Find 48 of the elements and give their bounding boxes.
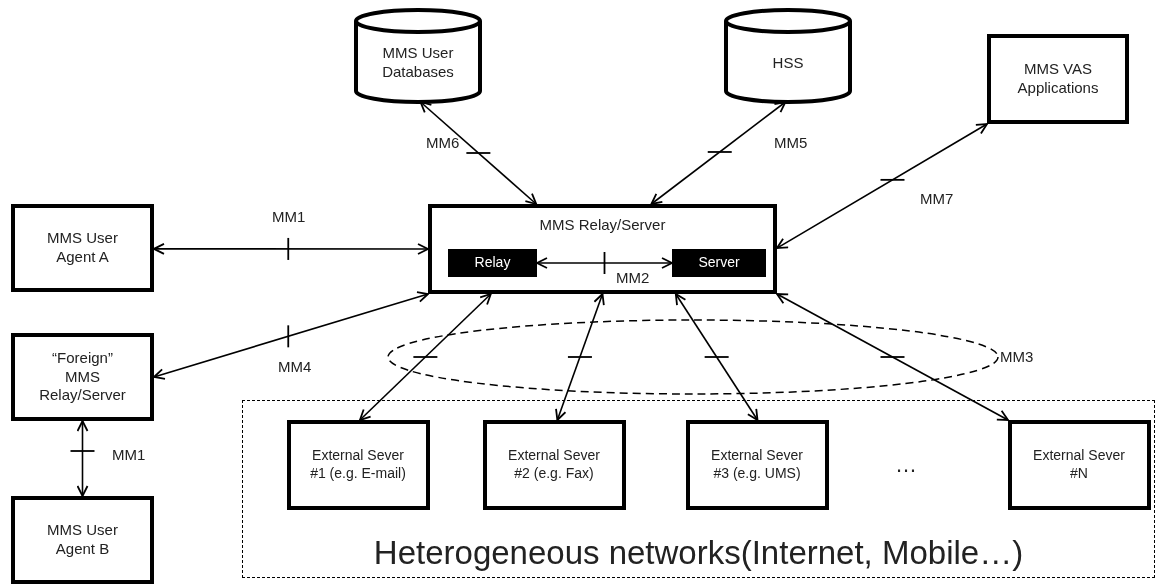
function-block: [448, 249, 537, 277]
double-arrow-connector: [555, 293, 605, 421]
network-region: [242, 400, 1155, 578]
double-arrow-connector: [76, 420, 89, 497]
edge-label: MM5: [774, 134, 808, 151]
edge-label: MM4: [278, 358, 312, 375]
edge-label: MM6: [426, 134, 460, 151]
component-box: [685, 419, 829, 510]
component-box: [428, 204, 777, 294]
component-box: [1007, 419, 1151, 510]
database-cylinder: [724, 10, 852, 102]
double-arrow-connector: [359, 293, 492, 421]
component-box: [11, 333, 154, 421]
double-arrow-connector: [650, 101, 787, 205]
component-box: [11, 204, 154, 292]
edge-label: MM7: [920, 190, 954, 207]
edge-label: MM2: [616, 269, 650, 286]
node-label: MMS Relay/Server: [539, 216, 666, 235]
node-label: External Sever #1 (e.g. E-mail): [309, 447, 407, 482]
ellipsis: …: [895, 452, 917, 478]
double-arrow-connector: [776, 123, 988, 249]
component-box: [482, 419, 626, 510]
edge-label: MM1: [272, 208, 306, 225]
node-label: MMS VAS Applications: [1016, 60, 1100, 98]
double-arrow-connector: [674, 293, 759, 421]
double-arrow-connector: [419, 101, 538, 205]
database-cylinder: [354, 10, 482, 102]
node-label: MMS User Agent A: [46, 229, 119, 267]
region-title: Heterogeneous networks(Internet, Mobile…): [373, 532, 1024, 573]
component-box: [11, 496, 154, 584]
double-arrow-connector: [153, 243, 429, 255]
node-label: Server: [698, 254, 740, 272]
double-arrow-connector: [153, 291, 429, 380]
node-label: MMS User Agent B: [46, 521, 119, 559]
node-label: External Sever #2 (e.g. Fax): [507, 447, 601, 482]
function-block: [672, 249, 766, 277]
node-label: MMS User Databases: [381, 44, 455, 82]
node-label: “Foreign” MMS Relay/Server: [38, 348, 127, 406]
component-box: [286, 419, 430, 510]
component-box: [987, 34, 1129, 124]
double-arrow-connector: [536, 257, 673, 269]
interface-label: MM3: [1000, 348, 1034, 365]
edge-label: MM1: [112, 446, 146, 463]
node-label: External Sever #3 (e.g. UMS): [710, 447, 804, 482]
node-label: External Sever #N: [1032, 447, 1126, 482]
double-arrow-connector: [776, 293, 1009, 421]
node-label: HSS: [772, 53, 804, 73]
node-label: Relay: [474, 254, 511, 272]
